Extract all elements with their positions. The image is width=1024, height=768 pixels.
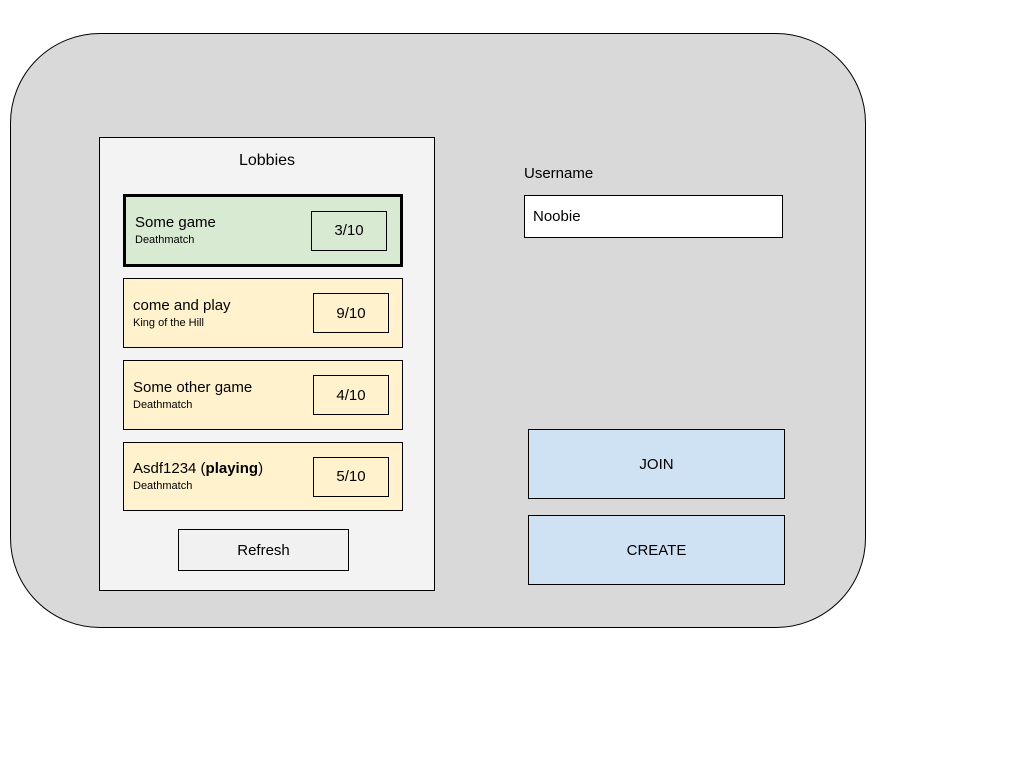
- create-button[interactable]: CREATE: [528, 515, 785, 585]
- username-input[interactable]: [524, 195, 783, 238]
- lobby-mode: Deathmatch: [135, 234, 195, 247]
- lobby-player-count: 3/10: [311, 210, 387, 251]
- refresh-button[interactable]: Refresh: [178, 529, 349, 571]
- lobby-player-count: 9/10: [313, 293, 389, 333]
- lobby-info: Some other game Deathmatch: [133, 378, 252, 413]
- main-window: Lobbies Some game Deathmatch 3/10 come a…: [10, 33, 866, 628]
- lobby-item-some-game[interactable]: Some game Deathmatch 3/10: [123, 194, 403, 267]
- lobby-mode: Deathmatch: [133, 398, 193, 411]
- join-button[interactable]: JOIN: [528, 429, 785, 499]
- lobby-mode: Deathmatch: [133, 480, 193, 493]
- lobby-item-come-and-play[interactable]: come and play King of the Hill 9/10: [123, 278, 403, 348]
- lobby-item-some-other-game[interactable]: Some other game Deathmatch 4/10: [123, 360, 403, 430]
- lobby-info: Some game Deathmatch: [135, 213, 216, 248]
- lobby-name: Some other game: [133, 378, 253, 396]
- lobby-name: Asdf1234 (playing): [133, 460, 264, 478]
- lobby-item-asdf1234[interactable]: Asdf1234 (playing) Deathmatch 5/10: [123, 442, 403, 511]
- lobby-player-count: 5/10: [313, 456, 389, 497]
- lobby-name: Some game: [135, 214, 216, 232]
- lobby-info: Asdf1234 (playing) Deathmatch: [133, 459, 263, 494]
- lobby-mode: King of the Hill: [133, 316, 204, 329]
- lobbies-panel: Lobbies Some game Deathmatch 3/10 come a…: [99, 137, 435, 591]
- lobby-player-count: 4/10: [313, 375, 389, 415]
- lobby-name: come and play: [133, 296, 231, 314]
- username-label: Username: [524, 165, 594, 182]
- lobbies-title: Lobbies: [238, 152, 296, 169]
- lobby-info: come and play King of the Hill: [133, 296, 231, 331]
